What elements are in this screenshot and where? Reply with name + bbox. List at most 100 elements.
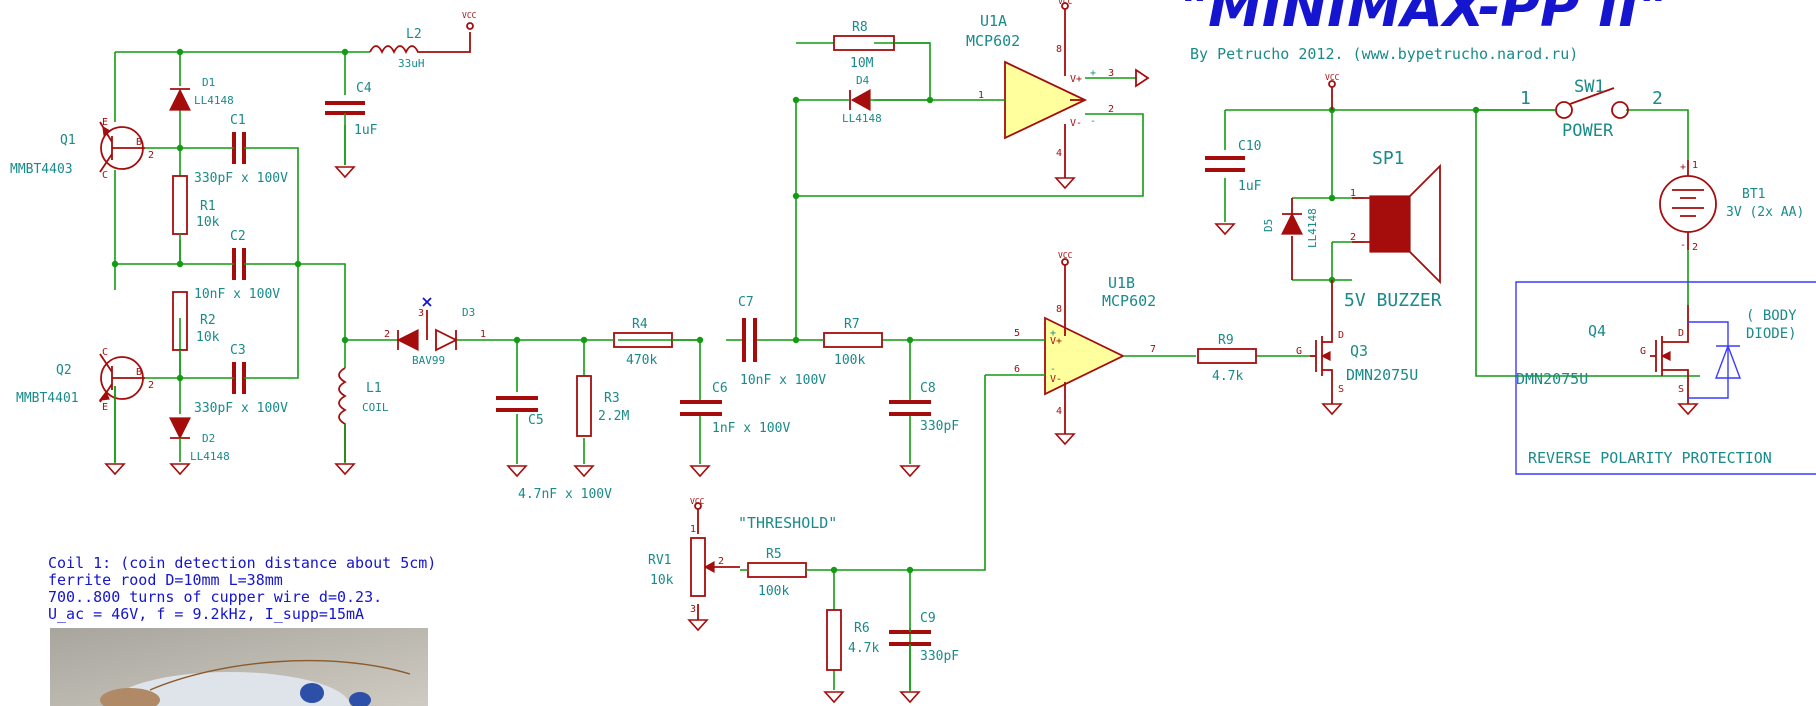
inductor-l2: VCC L2 33uH (369, 11, 477, 70)
capacitor-c3: C3 330pF x 100V (194, 343, 288, 416)
r3-value: 2.2M (598, 409, 629, 424)
svg-text:1: 1 (1692, 160, 1698, 171)
svg-text:V+: V+ (1070, 74, 1082, 85)
c2-ref: C2 (230, 229, 246, 244)
sp1-ref: SP1 (1372, 148, 1405, 169)
resistor-r6: R6 4.7k (823, 609, 879, 704)
svg-text:3: 3 (418, 308, 424, 319)
svg-text:C: C (102, 170, 108, 181)
capacitor-c10: C10 1uF (1205, 139, 1262, 236)
reverse-protection-box: REVERSE POLARITY PROTECTION (1515, 281, 1816, 475)
r7-value: 100k (834, 353, 865, 368)
resistor-r8: R8 10M (833, 20, 930, 71)
svg-text:G: G (1296, 346, 1302, 357)
q3-ref: Q3 (1350, 342, 1368, 360)
capacitor-c7: C7 10nF x 100V (738, 295, 826, 388)
svg-text:E: E (102, 117, 108, 128)
svg-text:2: 2 (1108, 104, 1114, 115)
q2-value: MMBT4401 (16, 391, 79, 406)
d5-value: LL4148 (1306, 208, 1319, 248)
svg-text:V-: V- (1050, 374, 1062, 385)
u1a-ref: U1A (980, 12, 1007, 30)
c3-value: 330pF x 100V (194, 401, 288, 416)
c1-value: 330pF x 100V (194, 171, 288, 186)
c7-ref: C7 (738, 295, 754, 310)
sp1-value: 5V BUZZER (1344, 290, 1442, 311)
svg-text:8: 8 (1056, 304, 1062, 315)
svg-text:-: - (1680, 240, 1686, 251)
sw1-value: POWER (1562, 121, 1614, 141)
svg-text:2: 2 (1350, 232, 1356, 243)
svg-text:3: 3 (690, 604, 696, 615)
q4-value: DMN2075U (1516, 370, 1588, 388)
resistor-r9: R9 4.7k (1197, 333, 1257, 384)
d3-ref: D3 (462, 306, 475, 319)
diode-d5: D5 LL4148 (1262, 198, 1319, 280)
svg-text:VCC: VCC (690, 497, 705, 506)
svg-text:4: 4 (1056, 406, 1062, 417)
battery-bt1: +- 12 BT1 3V (2x AA) (1659, 160, 1804, 253)
switch-sw1: 1 2 SW1 POWER (1476, 77, 1663, 141)
c4-ref: C4 (356, 81, 372, 96)
svg-text:2: 2 (1652, 88, 1663, 109)
l2-value: 33uH (398, 57, 425, 70)
c6-ref: C6 (712, 381, 728, 396)
svg-text:2: 2 (1692, 242, 1698, 253)
d3-value: BAV99 (412, 354, 445, 367)
c2-value: 10nF x 100V (194, 287, 280, 302)
c6-value: 1nF x 100V (712, 421, 790, 436)
r1-ref: R1 (200, 199, 216, 214)
svg-text:VCC: VCC (1325, 73, 1340, 82)
coil-photo (50, 628, 428, 706)
svg-text:3: 3 (1108, 68, 1114, 79)
c1-ref: C1 (230, 113, 246, 128)
resistor-r7: R7 100k (820, 317, 883, 368)
svg-text:8: 8 (1056, 44, 1062, 55)
q2-ref: Q2 (56, 363, 72, 378)
svg-text:2: 2 (148, 380, 154, 391)
d2-ref: D2 (202, 432, 215, 445)
l1-value: COIL (362, 401, 389, 414)
inductor-l1: L1 COIL (338, 367, 389, 462)
transistor-q1: EB C2 Q1 MMBT4403 (10, 117, 154, 181)
l1-ref: L1 (366, 381, 382, 396)
d4-value: LL4148 (842, 112, 882, 125)
body-diode-label-1: ( BODY (1746, 308, 1797, 324)
ground-symbols-left (104, 166, 356, 476)
r4-ref: R4 (632, 317, 648, 332)
svg-text:5: 5 (1014, 328, 1020, 339)
svg-text:-: - (1050, 364, 1056, 375)
svg-text:V+: V+ (1050, 336, 1062, 347)
svg-text:4: 4 (1056, 148, 1062, 159)
d5-ref: D5 (1262, 219, 1275, 232)
q1-ref: Q1 (60, 133, 76, 148)
svg-text:G: G (1640, 346, 1646, 357)
sw1-ref: SW1 (1574, 77, 1605, 97)
c5-value: 4.7nF x 100V (518, 487, 612, 502)
svg-text:2: 2 (384, 329, 390, 340)
c10-ref: C10 (1238, 139, 1261, 154)
d2-value: LL4148 (190, 450, 230, 463)
r9-value: 4.7k (1212, 369, 1243, 384)
svg-text:+: + (1680, 162, 1686, 173)
svg-text:D: D (1338, 330, 1344, 341)
u1b-value: MCP602 (1102, 292, 1156, 310)
r9-ref: R9 (1218, 333, 1234, 348)
capacitor-c4: C4 1uF (325, 81, 378, 165)
capacitor-c2: C2 10nF x 100V (194, 229, 280, 302)
q3-value: DMN2075U (1346, 366, 1418, 384)
r5-value: 100k (758, 584, 789, 599)
mosfet-q3: GDS Q3 DMN2075U (1296, 280, 1418, 416)
resistor-r1: R1 10k (172, 175, 220, 235)
c8-ref: C8 (920, 381, 936, 396)
rv1-ref: RV1 (648, 553, 671, 568)
c9-ref: C9 (920, 611, 936, 626)
capacitor-c6: C6 1nF x 100V (680, 381, 790, 436)
svg-text:VCC: VCC (1058, 251, 1073, 260)
svg-text:7: 7 (1150, 344, 1156, 355)
output-junctions (1328, 106, 1480, 284)
r2-value: 10k (196, 330, 220, 345)
capacitor-c8: C8 330pF (889, 381, 959, 434)
coil-note-line-4: U_ac = 46V, f = 9.2kHz, I_supp=15mA (48, 605, 364, 623)
